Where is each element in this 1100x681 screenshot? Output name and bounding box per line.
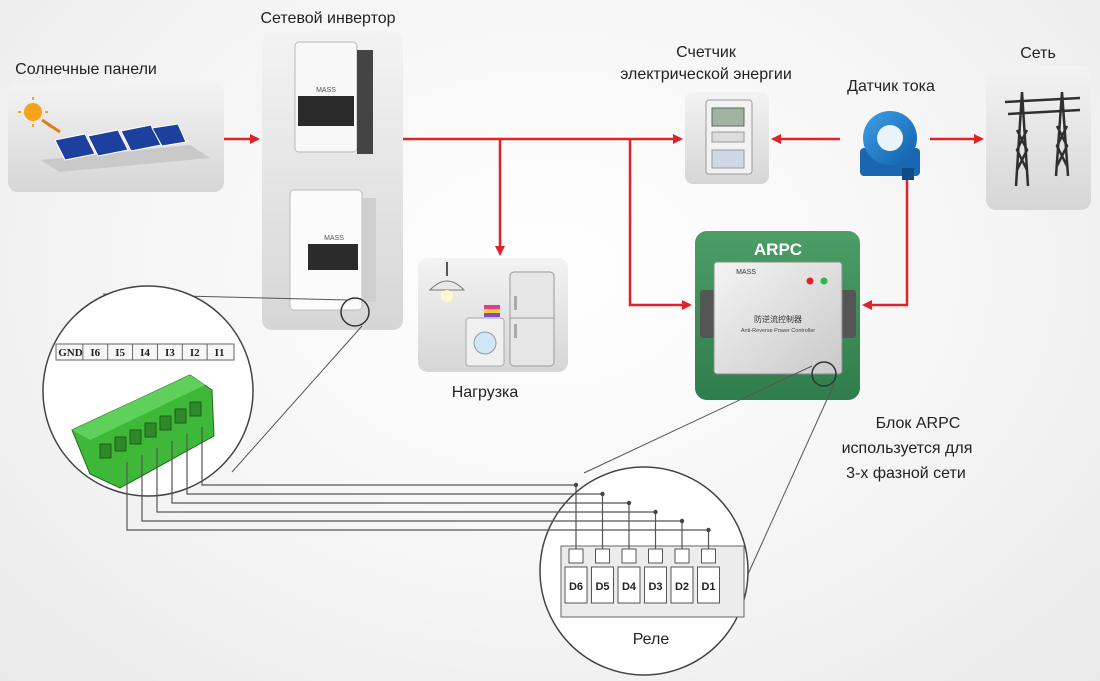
relay-channel-label-d2: D2 bbox=[675, 581, 689, 593]
arpc-port-marker bbox=[811, 361, 837, 387]
terminal-hole bbox=[144, 422, 157, 438]
relay-wire bbox=[171, 441, 630, 549]
arpc-unit: ARPC MASS 防逆流控制器 Anti-Reverse Power Cont… bbox=[695, 231, 860, 400]
terminal-hole bbox=[129, 429, 142, 445]
bus-to-arpc-arrow bbox=[628, 139, 692, 310]
grid-tower bbox=[986, 66, 1091, 210]
meter-label-line1: Счетчик bbox=[676, 44, 737, 61]
terminal-strip-label-i3: I3 bbox=[165, 347, 175, 359]
refrigerator-icon bbox=[509, 271, 555, 367]
solar-panels bbox=[8, 84, 224, 192]
relay-channel-d4 bbox=[617, 566, 641, 604]
meter-label-line2: электрической энергии bbox=[620, 66, 792, 83]
terminal-hole bbox=[189, 401, 202, 417]
inverter-unit-top: MASS bbox=[294, 41, 373, 154]
terminal-label-strip bbox=[55, 343, 235, 361]
grid-inverter: MASS MASS bbox=[262, 31, 403, 330]
arpc-note-line3: 3-х фазной сети bbox=[846, 465, 966, 482]
power-flow-lines bbox=[224, 134, 984, 310]
arpc-chinese-label: 防逆流控制器 bbox=[754, 314, 802, 324]
relay-channel-d3 bbox=[644, 566, 667, 604]
arpc-brand: MASS bbox=[736, 269, 756, 276]
washing-machine-icon bbox=[465, 317, 505, 367]
relay-channel-d6 bbox=[564, 566, 588, 604]
arpc-title: ARPC bbox=[754, 240, 802, 259]
relay-channel-label-d1: D1 bbox=[701, 581, 715, 593]
terminal-hole bbox=[99, 443, 112, 459]
relay-wire bbox=[141, 455, 683, 549]
arpc-note-line1: Блок ARPC bbox=[876, 415, 961, 432]
terminal-strip-label-i6: I6 bbox=[90, 347, 100, 359]
relay-wire bbox=[201, 427, 577, 549]
terminal-zoom: GND I6 I5 I4 I3 I2 I1 bbox=[42, 285, 254, 497]
terminal-strip-label-i5: I5 bbox=[115, 347, 125, 359]
terminal-strip-label-gnd: GND bbox=[58, 347, 83, 359]
inverter-brand-bottom: MASS bbox=[324, 235, 344, 242]
relay-channel-label-d5: D5 bbox=[595, 581, 609, 593]
load-devices bbox=[418, 258, 568, 372]
terminal-block bbox=[71, 374, 215, 489]
current-sensor-label: Датчик тока bbox=[847, 78, 935, 95]
current-sensor bbox=[860, 111, 920, 180]
sensor-to-arpc-arrow bbox=[862, 180, 909, 310]
relay-wire bbox=[126, 462, 710, 549]
relay-channel-d5 bbox=[591, 566, 614, 604]
relay-channel-label-d3: D3 bbox=[648, 581, 662, 593]
grid-label: Сеть bbox=[1020, 45, 1056, 62]
arpc-subtitle: Anti-Reverse Power Controller bbox=[741, 328, 815, 334]
relay-wire bbox=[186, 434, 604, 549]
relay-zoom: D6 D5 D4 D3 D2 D1 Реле bbox=[539, 466, 749, 676]
relay-wire bbox=[156, 448, 657, 549]
relay-channel-label-d6: D6 bbox=[569, 581, 583, 593]
terminal-strip-label-i2: I2 bbox=[190, 347, 200, 359]
relay-label: Реле bbox=[633, 631, 670, 648]
inverter-brand-top: MASS bbox=[316, 87, 336, 94]
terminal-strip-label-i1: I1 bbox=[215, 347, 225, 359]
load-label: Нагрузка bbox=[452, 384, 519, 401]
relay-channel-d2 bbox=[670, 566, 694, 604]
terminal-hole bbox=[174, 408, 187, 424]
terminal-strip-label-i4: I4 bbox=[140, 347, 150, 359]
relay-wires bbox=[126, 427, 711, 549]
arpc-note-line2: используется для bbox=[842, 440, 973, 457]
lamp-icon bbox=[428, 262, 466, 302]
terminal-hole bbox=[114, 436, 127, 452]
terminal-hole bbox=[159, 415, 172, 431]
terminal-zoom-marker bbox=[340, 297, 370, 327]
relay-channel-label-d4: D4 bbox=[622, 581, 637, 593]
solar-panels-label: Солнечные панели bbox=[15, 61, 157, 78]
energy-meter bbox=[685, 92, 769, 184]
towels-icon bbox=[484, 305, 500, 317]
sun-icon bbox=[24, 103, 42, 121]
grid-inverter-label: Сетевой инвертор bbox=[260, 10, 395, 27]
inverter-unit-bottom: MASS bbox=[289, 189, 376, 327]
relay-channel-d1 bbox=[697, 566, 720, 604]
